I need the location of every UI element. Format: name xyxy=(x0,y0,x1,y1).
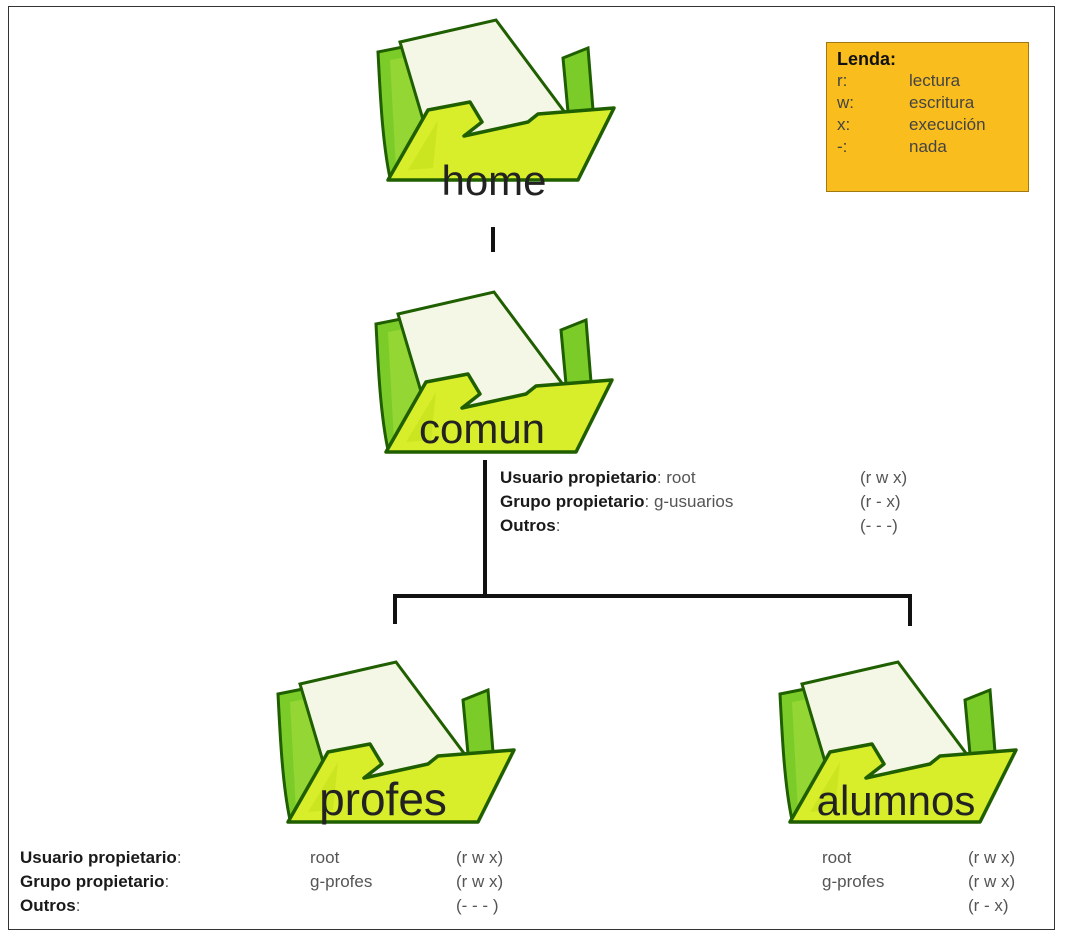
alumnos-permissions: root (r w x) g-profes (r w x) (r - x) xyxy=(822,846,1015,918)
owner-perm: (r w x) xyxy=(860,468,908,487)
legend-key: w: xyxy=(837,93,854,112)
legend-item: r: lectura xyxy=(837,70,1018,92)
others-perm: (- - - ) xyxy=(456,896,499,915)
legend-value: escritura xyxy=(909,93,975,112)
owner-value: root xyxy=(310,848,340,867)
legend-title: Lenda: xyxy=(837,49,897,69)
group-value: g-profes xyxy=(310,872,373,891)
group-perm: (r - x) xyxy=(860,492,901,511)
others-colon: : xyxy=(75,896,81,915)
home-folder-label: home xyxy=(441,157,546,204)
others-label: Outros xyxy=(500,516,556,535)
others-label: Outros xyxy=(20,896,76,915)
alumnos-others-row: (r - x) xyxy=(822,894,1015,918)
profes-owner-row: Usuario propietario: root (r w x) xyxy=(20,846,503,870)
comun-folder-label: comun xyxy=(419,405,545,452)
legend-value: nada xyxy=(909,137,947,156)
comun-group-row: Grupo propietario: g-usuarios (r - x) xyxy=(500,490,907,514)
legend-key: -: xyxy=(837,137,848,156)
group-label: Grupo propietario xyxy=(20,872,165,891)
group-perm: (r w x) xyxy=(456,872,504,891)
profes-folder-label: profes xyxy=(319,773,447,825)
legend-item: -: nada xyxy=(837,136,1018,158)
legend-item: x: execución xyxy=(837,114,1018,136)
others-perm: (- - -) xyxy=(860,516,898,535)
comun-owner-row: Usuario propietario: root (r w x) xyxy=(500,466,907,490)
owner-label: Usuario propietario xyxy=(500,468,657,487)
alumnos-folder-label: alumnos xyxy=(817,777,976,824)
others-perm: (r - x) xyxy=(968,896,1009,915)
group-colon: : xyxy=(164,872,170,891)
home-folder-icon xyxy=(376,18,616,182)
others-value: : xyxy=(555,516,561,535)
legend-value: lectura xyxy=(909,71,961,90)
legend-value: execución xyxy=(909,115,986,134)
comun-permissions: Usuario propietario: root (r w x) Grupo … xyxy=(500,466,907,538)
owner-perm: (r w x) xyxy=(456,848,504,867)
owner-colon: : xyxy=(176,848,182,867)
owner-label: Usuario propietario xyxy=(20,848,177,867)
profes-others-row: Outros: (- - - ) xyxy=(20,894,503,918)
legend-key: r: xyxy=(837,71,848,90)
legend-key: x: xyxy=(837,115,851,134)
owner-value: : root xyxy=(656,468,696,487)
legend-item: w: escritura xyxy=(837,92,1018,114)
alumnos-group-row: g-profes (r w x) xyxy=(822,870,1015,894)
profes-permissions: Usuario propietario: root (r w x) Grupo … xyxy=(20,846,503,918)
comun-others-row: Outros: (- - -) xyxy=(500,514,907,538)
legend-box: Lenda: r: lectura w: escritura x: execuc… xyxy=(826,42,1029,192)
profes-group-row: Grupo propietario: g-profes (r w x) xyxy=(20,870,503,894)
owner-value: root xyxy=(822,848,852,867)
group-label: Grupo propietario xyxy=(500,492,645,511)
group-value: g-profes xyxy=(822,872,885,891)
group-perm: (r w x) xyxy=(968,872,1016,891)
owner-perm: (r w x) xyxy=(968,848,1016,867)
group-value: : g-usuarios xyxy=(644,492,734,511)
alumnos-owner-row: root (r w x) xyxy=(822,846,1015,870)
